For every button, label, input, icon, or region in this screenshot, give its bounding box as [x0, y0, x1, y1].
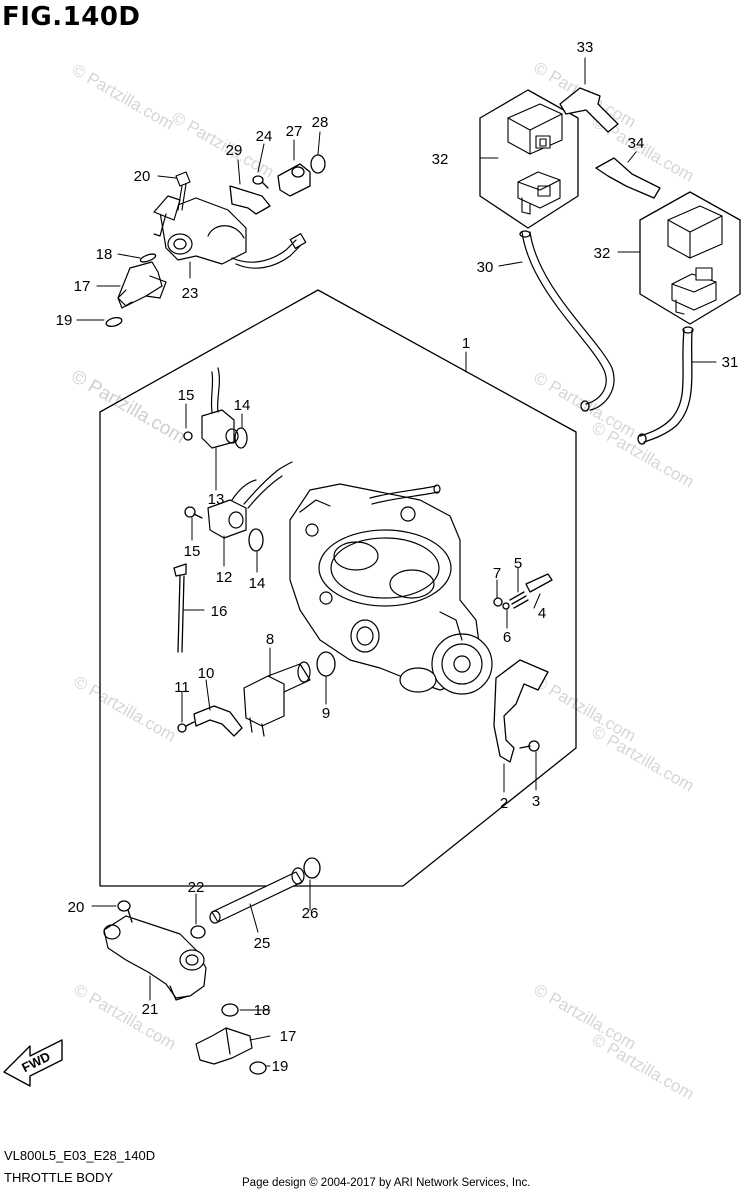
pressure-sensor: [671, 267, 717, 315]
callout-label: 16: [211, 603, 228, 620]
sensor-bracket: [193, 705, 243, 737]
callout-label: 28: [312, 114, 329, 131]
callout-label: 19: [56, 312, 73, 329]
callout-label: 33: [577, 39, 594, 56]
fuel-pipe: [209, 867, 305, 924]
callout-label: 20: [68, 899, 85, 916]
callout-label: 19: [272, 1058, 289, 1075]
screw: [252, 175, 269, 189]
callout-label: 9: [322, 705, 330, 722]
callout-label: 21: [142, 1001, 159, 1018]
o-ring: [139, 253, 157, 263]
section-title: THROTTLE BODY: [4, 1170, 114, 1185]
callout-label: 15: [178, 387, 195, 404]
bolt: [175, 171, 191, 211]
screw: [183, 431, 193, 441]
o-ring: [310, 154, 326, 174]
vacuum-hose: [639, 329, 685, 437]
cable-tie: [173, 563, 187, 653]
sensor-inset-frame: [639, 191, 741, 325]
sensor-bracket: [595, 157, 661, 199]
callout-label: 18: [96, 246, 113, 263]
pressure-sensor-cap: [507, 103, 563, 155]
callout-label: 31: [722, 354, 739, 371]
sensor-inset-frame: [479, 89, 579, 229]
callout-label: 12: [216, 569, 233, 586]
callout-label: 6: [503, 629, 511, 646]
sensor-bracket: [559, 87, 619, 133]
callout-label: 15: [184, 543, 201, 560]
pressure-sensor-cap: [667, 205, 723, 259]
nut: [493, 597, 503, 607]
o-ring: [248, 528, 264, 552]
fuel-injector: [117, 261, 167, 309]
callout-label: 17: [280, 1028, 297, 1045]
mounting-plate: [229, 185, 271, 215]
callout-label: 32: [594, 245, 611, 262]
assembly-frame: [99, 289, 577, 887]
callout-label: 3: [532, 793, 540, 810]
screw: [177, 721, 195, 733]
callout-label: 1: [462, 335, 470, 352]
callout-label: 30: [477, 259, 494, 276]
throttle-bracket: [493, 659, 549, 763]
o-ring: [303, 857, 321, 879]
o-ring: [316, 651, 336, 677]
screw: [184, 506, 203, 519]
o-ring: [221, 1003, 239, 1017]
callout-label: 10: [198, 665, 215, 682]
callout-label: 17: [74, 278, 91, 295]
o-ring: [105, 316, 123, 328]
o-ring: [249, 1061, 267, 1075]
callout-label: 13: [208, 491, 225, 508]
callout-label: 2: [500, 795, 508, 812]
callout-label: 34: [628, 135, 645, 152]
callout-label: 18: [254, 1002, 271, 1019]
spring: [509, 591, 529, 609]
callout-label: 5: [514, 555, 522, 572]
callout-label: 8: [266, 631, 274, 648]
callout-label: 29: [226, 142, 243, 159]
bolt: [117, 900, 133, 923]
callout-label: 32: [432, 151, 449, 168]
throttle-body: [289, 483, 493, 695]
bolt: [519, 740, 540, 752]
callout-label: 11: [174, 679, 190, 696]
callout-label: 7: [493, 565, 501, 582]
hose-fitting: [277, 163, 311, 197]
throttle-position-sensor: [201, 367, 239, 449]
washer: [502, 602, 510, 610]
callout-label: 27: [286, 123, 303, 140]
callout-label: 25: [254, 935, 271, 952]
callout-label: 14: [249, 575, 266, 592]
figure-title: FIG.140D: [2, 2, 141, 32]
callout-label: 4: [538, 605, 546, 622]
idle-air-sensor: [243, 661, 311, 737]
vacuum-hose: [521, 231, 607, 405]
callout-label: 23: [182, 285, 199, 302]
throttle-sensor: [207, 461, 293, 539]
credit-text: Page design © 2004-2017 by ARI Network S…: [242, 1177, 531, 1189]
o-ring: [234, 427, 248, 449]
o-ring: [190, 925, 206, 939]
fuel-injector: [195, 1027, 253, 1065]
callout-label: 22: [188, 879, 205, 896]
fuel-rail-lower: [103, 915, 207, 1001]
adjuster-bolt: [525, 573, 553, 593]
fuel-rail-upper: [153, 195, 307, 269]
pressure-sensor: [517, 171, 561, 215]
fwd-arrow: [3, 1039, 63, 1087]
callout-label: 24: [256, 128, 273, 145]
callout-label: 14: [234, 397, 251, 414]
callout-label: 20: [134, 168, 151, 185]
callout-label: 26: [302, 905, 319, 922]
model-code: VL800L5_E03_E28_140D: [4, 1148, 156, 1163]
